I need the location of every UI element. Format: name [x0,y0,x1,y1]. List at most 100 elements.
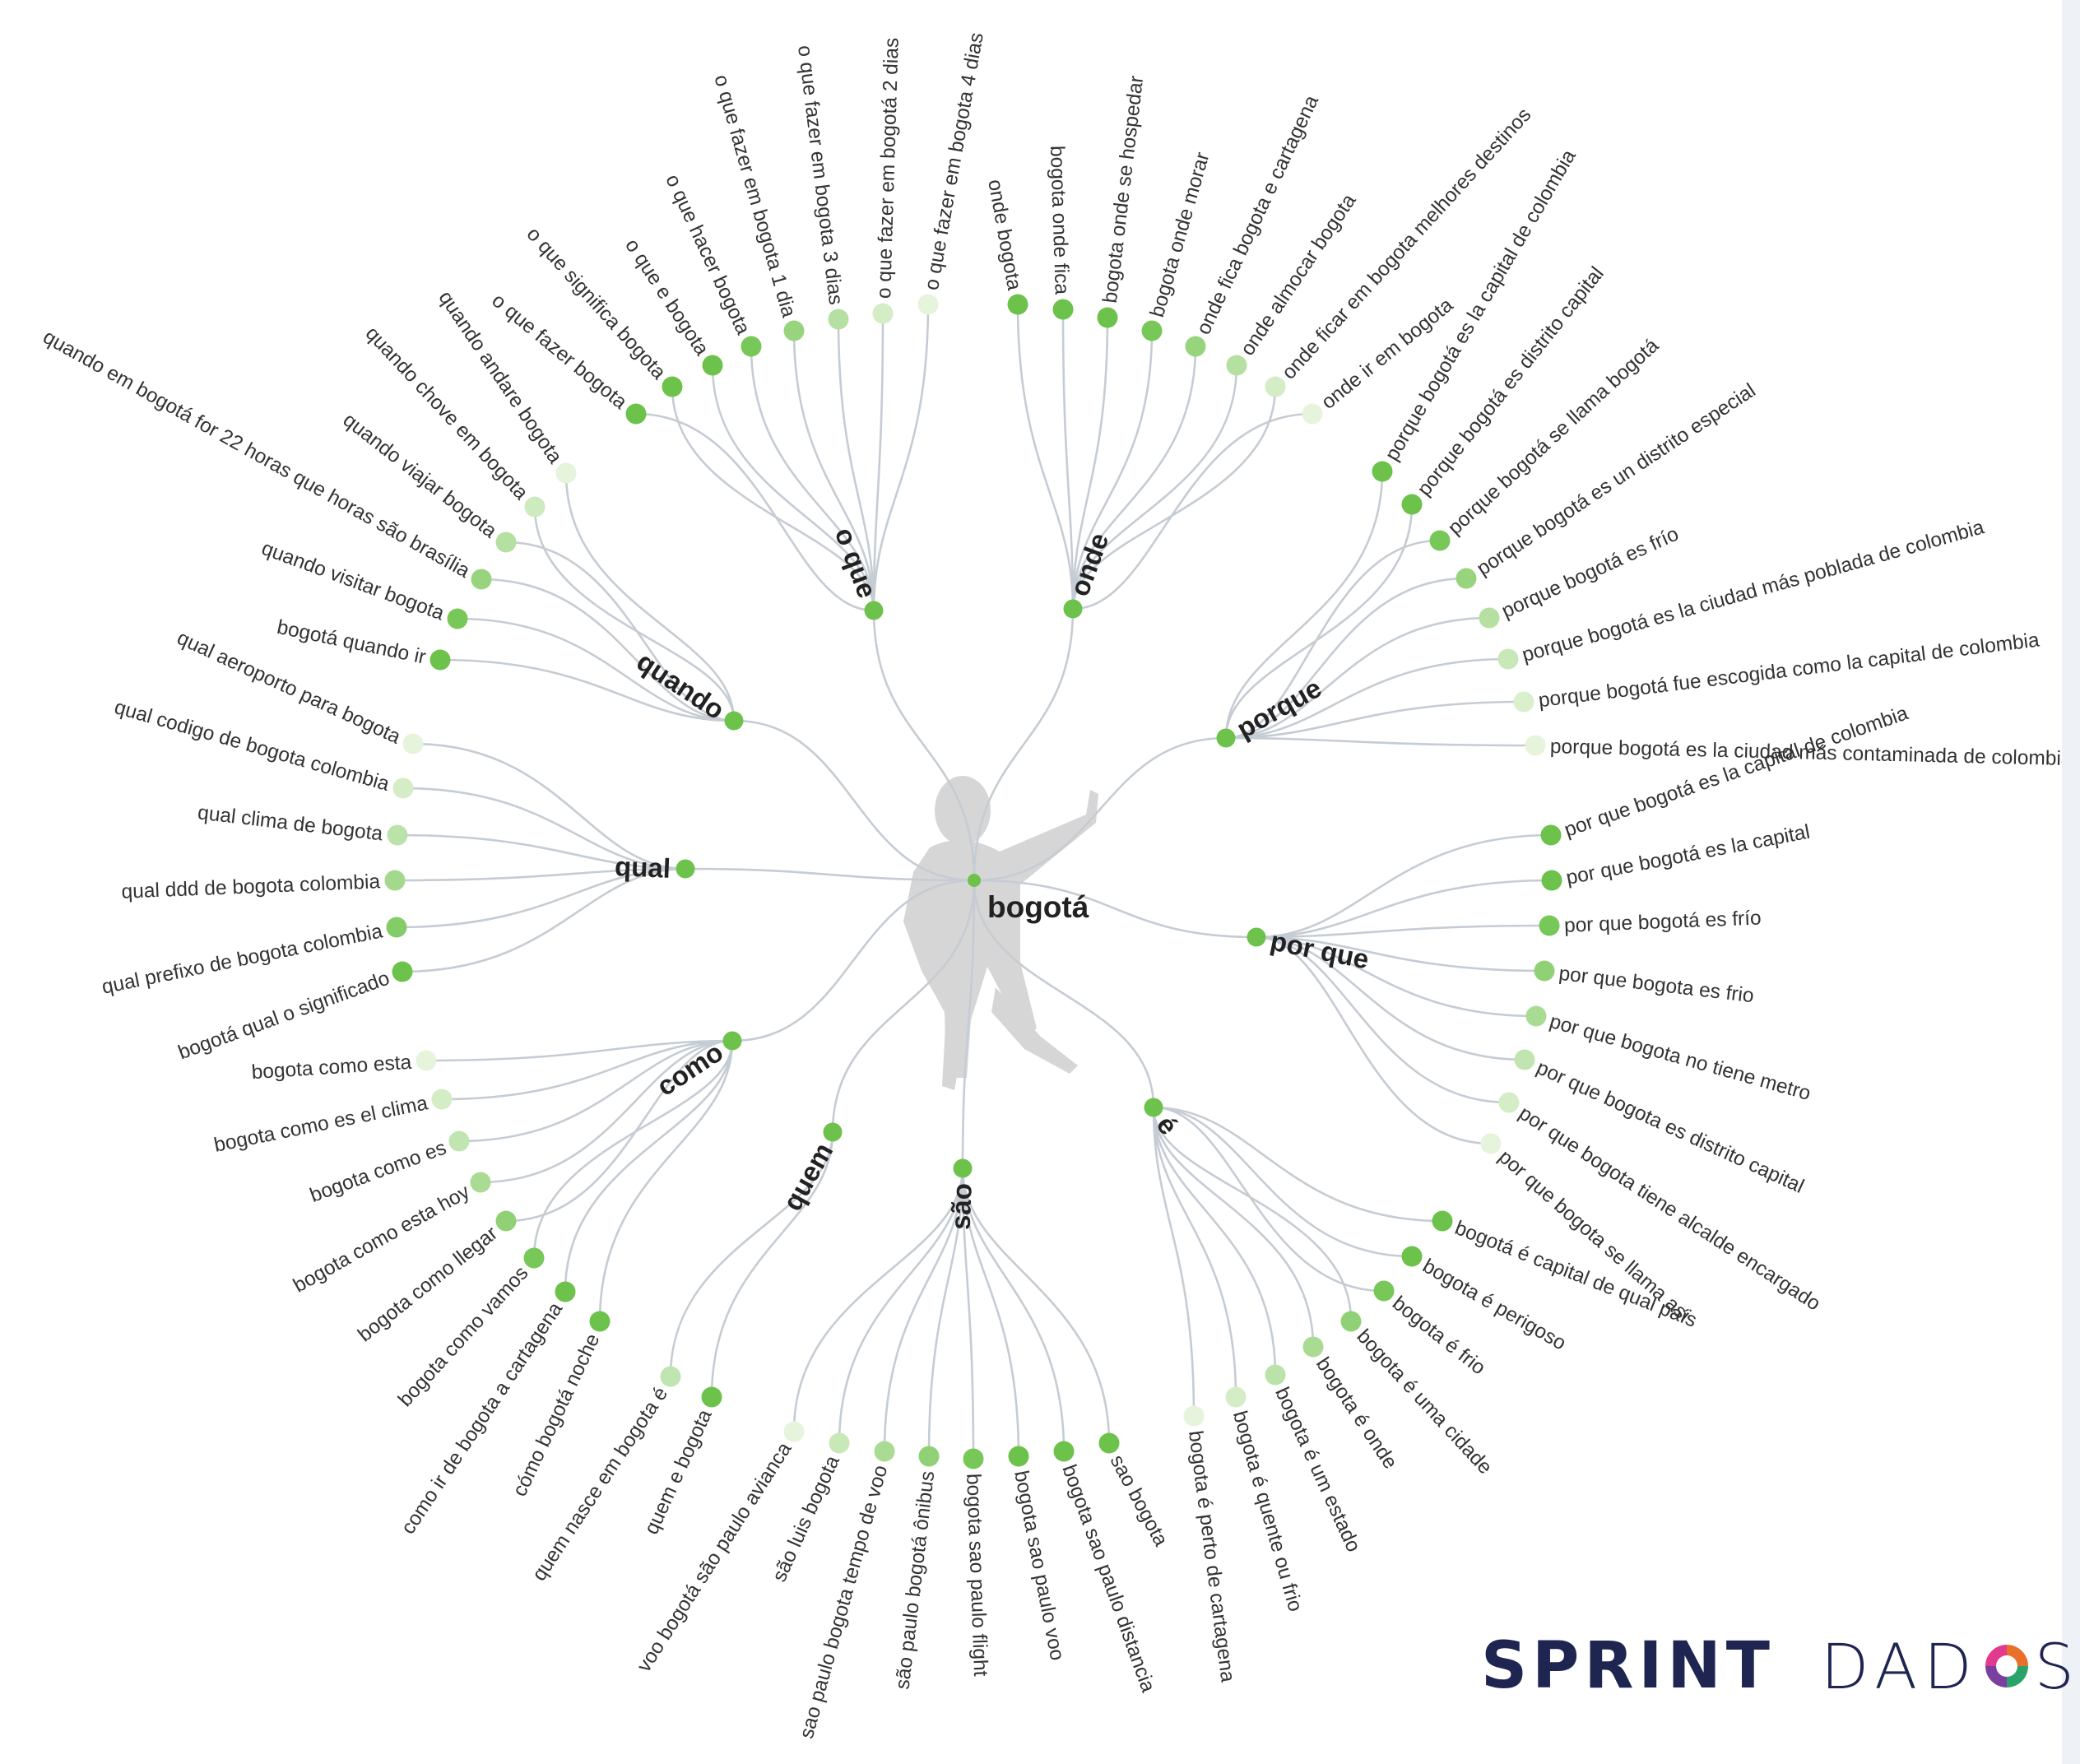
leaf-label[interactable]: bogotá quando ir [275,616,428,669]
leaf-label[interactable]: por que bogotá es la capital [1564,821,1812,889]
branch-node[interactable] [1144,1098,1163,1117]
leaf-node[interactable] [386,917,407,938]
leaf-node[interactable] [1302,1336,1324,1358]
leaf-label[interactable]: quando chove em bogota [361,323,532,504]
leaf-node[interactable] [1534,960,1555,982]
leaf-label[interactable]: onde fica bogota e cartagena [1192,92,1323,338]
leaf-node[interactable] [495,1210,517,1232]
leaf-node[interactable] [1265,1364,1286,1386]
leaf-node[interactable] [1052,299,1074,320]
branch-node[interactable] [676,859,695,879]
leaf-node[interactable] [1456,568,1477,589]
leaf-node[interactable] [429,649,451,671]
leaf-node[interactable] [828,309,849,330]
leaf-node[interactable] [392,778,414,799]
leaf-label[interactable]: qual ddd de bogota colombia [121,870,381,903]
leaf-node[interactable] [471,569,492,590]
leaf-node[interactable] [702,355,723,376]
leaf-node[interactable] [741,336,762,357]
leaf-label[interactable]: como ir de bogota a cartagena [397,1298,568,1539]
branch-node[interactable] [1216,728,1236,748]
leaf-label[interactable]: bogota como esta [251,1051,412,1084]
leaf-node[interactable] [1432,1210,1453,1232]
root-label[interactable]: bogotá [987,890,1089,924]
branch-node[interactable] [1063,599,1083,619]
leaf-node[interactable] [963,1448,984,1469]
leaf-node[interactable] [829,1432,850,1454]
leaf-node[interactable] [1514,1049,1535,1070]
leaf-node[interactable] [448,1130,470,1152]
leaf-label[interactable]: bogota onde fica [1046,146,1073,295]
leaf-node[interactable] [402,733,424,754]
leaf-node[interactable] [470,1172,491,1193]
leaf-label[interactable]: são paulo bogotá ônibus [892,1469,940,1690]
branch-node[interactable] [722,1031,742,1051]
leaf-node[interactable] [589,1311,611,1332]
leaf-node[interactable] [1541,870,1562,891]
branch-node[interactable] [823,1122,843,1142]
leaf-node[interactable] [1539,915,1560,936]
branch-label[interactable]: como [651,1037,728,1102]
leaf-node[interactable] [1513,691,1534,713]
leaf-label[interactable]: qual clima de bogota [197,801,384,845]
leaf-label[interactable]: bogota é perto de cartagena [1184,1429,1239,1683]
branch-node[interactable] [1247,927,1266,947]
leaf-node[interactable] [783,1421,805,1442]
leaf-label[interactable]: por que bogota es frio [1558,963,1755,1008]
leaf-node[interactable] [874,1441,895,1462]
leaf-node[interactable] [1141,320,1163,341]
leaf-label[interactable]: bogota onde se hospedar [1099,75,1149,304]
leaf-node[interactable] [555,1281,576,1302]
branch-label[interactable]: quem [777,1138,838,1216]
branch-node[interactable] [724,711,744,731]
leaf-node[interactable] [447,608,468,629]
leaf-node[interactable] [1540,824,1562,846]
leaf-node[interactable] [1497,648,1519,670]
leaf-node[interactable] [1226,355,1247,376]
leaf-node[interactable] [662,376,683,397]
leaf-node[interactable] [701,1386,722,1408]
leaf-node[interactable] [1525,1005,1547,1027]
leaf-node[interactable] [1401,1246,1423,1267]
leaf-node[interactable] [1185,336,1206,357]
leaf-node[interactable] [1097,307,1118,328]
leaf-label[interactable]: o que fazer em bogota 4 dias [921,31,988,292]
leaf-label[interactable]: voo bogotá são paulo avianca [633,1438,796,1676]
leaf-label[interactable]: o que fazer em bogotá 2 dias [873,37,903,299]
leaf-node[interactable] [1098,1432,1120,1454]
leaf-node[interactable] [555,462,577,484]
leaf-label[interactable]: onde bogota [983,178,1025,292]
leaf-node[interactable] [872,303,894,324]
leaf-node[interactable] [1007,294,1028,315]
leaf-node[interactable] [783,320,805,341]
branch-node[interactable] [864,601,884,620]
leaf-node[interactable] [495,532,517,553]
leaf-label[interactable]: por que bogotá es la capital de colombia [1562,702,1911,842]
leaf-label[interactable]: sao bogota [1106,1451,1172,1550]
leaf-label[interactable]: o que fazer em bogota 3 dias [793,44,847,306]
leaf-node[interactable] [416,1050,437,1071]
leaf-node[interactable] [1429,530,1451,551]
leaf-label[interactable]: bogota onde morar [1146,150,1214,320]
leaf-node[interactable] [431,1089,453,1110]
leaf-label[interactable]: bogota como es el clima [212,1092,430,1157]
leaf-node[interactable] [625,403,647,425]
leaf-node[interactable] [917,294,939,315]
leaf-node[interactable] [918,1446,940,1467]
leaf-node[interactable] [1498,1092,1520,1113]
branch-label[interactable]: qual [614,851,671,884]
leaf-node[interactable] [1479,607,1500,629]
leaf-node[interactable] [1372,461,1393,482]
leaf-node[interactable] [523,1247,545,1269]
leaf-label[interactable]: bogota sao paulo voo [1010,1469,1068,1662]
root-node[interactable] [968,874,981,887]
branch-label[interactable]: são [945,1182,977,1230]
leaf-node[interactable] [1525,735,1546,756]
leaf-node[interactable] [1265,376,1286,397]
leaf-label[interactable]: por que bogotá es frío [1563,907,1762,936]
leaf-node[interactable] [1480,1133,1502,1154]
leaf-node[interactable] [392,961,413,982]
leaf-node[interactable] [660,1366,681,1387]
branch-node[interactable] [953,1158,973,1178]
leaf-node[interactable] [524,496,546,518]
